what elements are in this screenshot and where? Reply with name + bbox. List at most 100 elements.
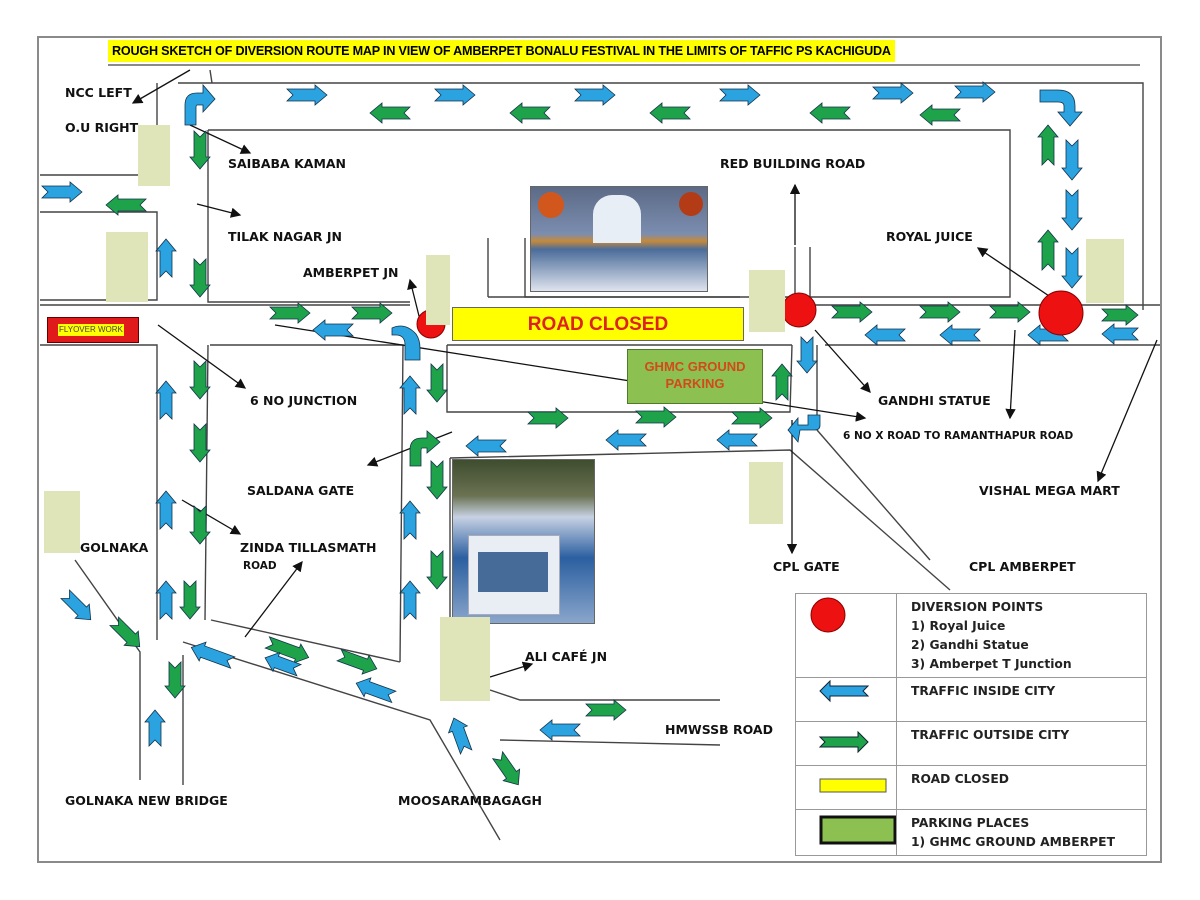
legend-outside-city: TRAFFIC OUTSIDE CITY: [896, 721, 1147, 766]
traffic-outside-city-arrow-icon: [179, 580, 201, 620]
traffic-inside-city-arrow-icon: [939, 324, 981, 346]
traffic-inside-city-arrow-icon: [872, 82, 914, 104]
label-golnaka: GOLNAKA: [80, 540, 149, 555]
traffic-outside-city-arrow-icon: [189, 130, 211, 170]
u-turn-arrow-icon: [1039, 89, 1083, 127]
traffic-outside-city-arrow-icon: [635, 406, 677, 428]
diversion-point-gandhi-statue: [781, 292, 817, 328]
legend-parking-title: PARKING PLACES: [911, 816, 1030, 830]
label-ou-right: O.U RIGHT: [65, 120, 139, 135]
green-right-arrow-icon: [818, 730, 869, 754]
traffic-inside-city-arrow-icon: [155, 580, 177, 620]
traffic-outside-city-arrow-icon: [1101, 304, 1139, 326]
traffic-outside-city-arrow-icon: [189, 360, 211, 400]
traffic-inside-city-arrow-icon: [399, 500, 421, 540]
traffic-outside-city-arrow-icon: [426, 550, 448, 590]
traffic-inside-city-arrow-icon: [1061, 189, 1083, 231]
traffic-inside-city-arrow-icon: [539, 719, 581, 741]
traffic-inside-city-arrow-icon: [155, 238, 177, 278]
label-golnaka-new-bridge: GOLNAKA NEW BRIDGE: [65, 793, 228, 808]
legend-road-closed: ROAD CLOSED: [896, 765, 1147, 810]
traffic-inside-city-arrow-icon: [286, 84, 328, 106]
legend-row-outside-city: TRAFFIC OUTSIDE CITY: [795, 721, 1147, 766]
traffic-inside-city-arrow-icon: [60, 589, 92, 621]
legend-diversion-2: 2) Gandhi Statue: [911, 638, 1029, 652]
label-cpl-gate: CPL GATE: [773, 559, 840, 574]
traffic-outside-city-arrow-icon: [269, 302, 311, 324]
label-6-no-junction: 6 NO JUNCTION: [250, 393, 358, 408]
traffic-inside-city-arrow-icon: [399, 580, 421, 620]
flyover-label: FLYOVER WORK: [58, 324, 124, 336]
traffic-police-icon: [749, 462, 783, 524]
traffic-outside-city-arrow-icon: [919, 301, 961, 323]
red-circle-icon: [810, 597, 846, 633]
u-turn-arrow-icon: [184, 83, 216, 126]
traffic-inside-city-arrow-icon: [796, 336, 818, 374]
traffic-police-icon: [44, 491, 80, 553]
blue-left-arrow-icon: [819, 679, 870, 703]
map-frame: [37, 36, 1162, 863]
traffic-inside-city-arrow-icon: [1061, 139, 1083, 181]
label-moosarambagh: MOOSARAMBAGAGH: [398, 793, 542, 808]
legend-diversion-3: 3) Amberpet T Junction: [911, 657, 1072, 671]
traffic-outside-city-arrow-icon: [105, 194, 147, 216]
label-gandhi-statue: GANDHI STATUE: [878, 393, 991, 408]
traffic-inside-city-arrow-icon: [41, 181, 83, 203]
traffic-inside-city-arrow-icon: [434, 84, 476, 106]
traffic-outside-city-arrow-icon: [264, 636, 310, 664]
label-saibaba-kaman: SAIBABA KAMAN: [228, 156, 347, 171]
deity-icon: [538, 192, 564, 218]
traffic-inside-city-arrow-icon: [190, 641, 236, 669]
legend-row-inside-city: TRAFFIC INSIDE CITY: [795, 677, 1147, 722]
traffic-inside-city-arrow-icon: [447, 717, 473, 756]
u-turn-arrow-icon: [409, 430, 441, 467]
traffic-outside-city-arrow-icon: [369, 102, 411, 124]
traffic-inside-city-arrow-icon: [864, 324, 906, 346]
traffic-outside-city-arrow-icon: [731, 407, 773, 429]
map-title: ROUGH SKETCH OF DIVERSION ROUTE MAP IN V…: [108, 40, 895, 62]
traffic-outside-city-arrow-icon: [189, 423, 211, 463]
traffic-inside-city-arrow-icon: [605, 429, 647, 451]
legend-row-diversion: DIVERSION POINTS 1) Royal Juice 2) Gandh…: [795, 593, 1147, 678]
traffic-police-icon: [440, 617, 490, 701]
building-photo: [452, 459, 595, 624]
label-ali-cafe-jn: ALI CAFÉ JN: [525, 649, 608, 664]
parking-label-line1: GHMC GROUND: [644, 359, 746, 374]
traffic-inside-city-arrow-icon: [399, 375, 421, 415]
traffic-inside-city-arrow-icon: [465, 435, 507, 457]
deity-icon: [679, 192, 703, 216]
traffic-inside-city-arrow-icon: [264, 651, 303, 677]
traffic-inside-city-arrow-icon: [954, 81, 996, 103]
label-hmwssb-road: HMWSSB ROAD: [665, 722, 773, 737]
yellow-bar-icon: [819, 778, 887, 793]
label-cpl-amberpet: CPL AMBERPET: [969, 559, 1076, 574]
label-6-no-x-road: 6 NO X ROAD TO RAMANTHAPUR ROAD: [843, 430, 1074, 442]
road-closed-block: ROAD CLOSED: [452, 307, 744, 341]
legend-parking-1: 1) GHMC GROUND AMBERPET: [911, 835, 1115, 849]
diversion-point-royal-juice: [1038, 290, 1084, 336]
traffic-police-icon: [1086, 239, 1124, 303]
traffic-police-icon: [426, 255, 450, 325]
label-red-building-road: RED BUILDING ROAD: [720, 156, 866, 171]
road-lines: [40, 69, 1160, 841]
label-zinda-tillasmath: ZINDA TILLASMATH: [240, 540, 377, 555]
traffic-police-icon: [749, 270, 785, 332]
traffic-outside-city-arrow-icon: [831, 301, 873, 323]
traffic-police-icon: [106, 232, 148, 302]
traffic-inside-city-arrow-icon: [1101, 323, 1139, 345]
label-amberpet-jn: AMBERPET JN: [303, 265, 399, 280]
traffic-outside-city-arrow-icon: [426, 363, 448, 403]
u-turn-arrow-icon: [391, 325, 421, 361]
traffic-outside-city-arrow-icon: [527, 407, 569, 429]
traffic-outside-city-arrow-icon: [351, 302, 393, 324]
title-underline: [108, 64, 1140, 66]
traffic-inside-city-arrow-icon: [1061, 247, 1083, 289]
label-saldana-gate: SALDANA GATE: [247, 483, 355, 498]
label-pointers: [131, 69, 1158, 678]
legend-row-road-closed: ROAD CLOSED: [795, 765, 1147, 810]
traffic-outside-city-arrow-icon: [771, 363, 793, 401]
traffic-outside-city-arrow-icon: [109, 616, 141, 648]
traffic-inside-city-arrow-icon: [355, 677, 397, 704]
label-royal-juice: ROYAL JUICE: [886, 229, 973, 244]
